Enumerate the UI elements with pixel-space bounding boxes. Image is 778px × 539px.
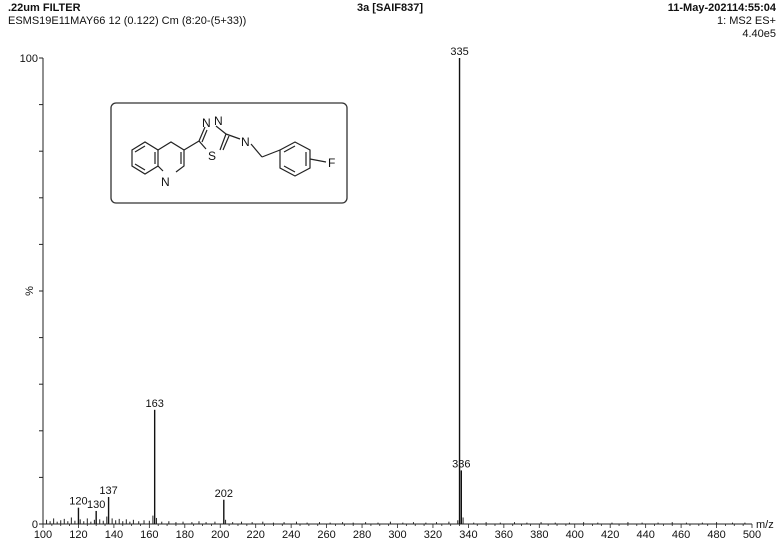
x-tick-label: 460 (672, 529, 690, 539)
x-tick-label: 220 (247, 529, 265, 539)
x-tick-label: 400 (566, 529, 584, 539)
x-tick-label: 200 (211, 529, 229, 539)
peak-label: 120 (69, 496, 87, 508)
peak-label: 202 (215, 488, 233, 500)
atom-label: N (241, 135, 250, 149)
structure-inset: N N N S N F (110, 102, 348, 204)
x-tick-label: 140 (105, 529, 123, 539)
peak-label: 137 (99, 485, 117, 497)
bond (261, 149, 281, 158)
bond (215, 125, 227, 135)
atom-label: N (214, 114, 223, 128)
y-tick-label: 100 (20, 53, 38, 65)
bond (219, 133, 227, 151)
bond (157, 165, 164, 172)
x-tick-label: 280 (353, 529, 371, 539)
ms-mode: 1: MS2 ES+ (716, 15, 776, 27)
structure-bonds (131, 125, 327, 177)
x-tick-label: 320 (424, 529, 442, 539)
atom-label: S (208, 149, 216, 163)
x-tick-label: 180 (176, 529, 194, 539)
sample-id: 3a [SAIF837] (357, 2, 424, 14)
bond (134, 163, 146, 171)
x-tick-label: 440 (636, 529, 654, 539)
bond (134, 145, 146, 153)
bond (198, 126, 206, 142)
bond (309, 158, 327, 163)
x-tick-label: 300 (388, 529, 406, 539)
y-axis-label: % (24, 286, 36, 296)
x-tick-label: 120 (69, 529, 87, 539)
intensity-scale: 4.40e5 (742, 28, 776, 40)
bond (250, 143, 263, 158)
x-tick-label: 380 (530, 529, 548, 539)
peak-label: 336 (452, 458, 470, 470)
x-axis-label: m/z (756, 519, 774, 531)
bond (283, 165, 296, 173)
filter-title: .22um FILTER (8, 2, 81, 14)
x-tick-label: 420 (601, 529, 619, 539)
structure-frame (110, 102, 348, 204)
bond (283, 145, 296, 153)
peak-label: 163 (145, 398, 163, 410)
x-tick-label: 360 (495, 529, 513, 539)
x-tick-label: 100 (34, 529, 52, 539)
chart-peaks (46, 58, 746, 524)
peak-label: 335 (450, 46, 468, 58)
x-tick-label: 240 (282, 529, 300, 539)
bond (198, 140, 207, 150)
bond (201, 129, 208, 143)
atom-label: N (161, 175, 170, 189)
x-tick-label: 500 (743, 529, 761, 539)
bond (225, 133, 241, 140)
bond (222, 135, 230, 151)
x-tick-label: 160 (140, 529, 158, 539)
x-tick-label: 260 (317, 529, 335, 539)
date-time: 11-May-202114:55:04 (667, 2, 776, 14)
atom-label: F (328, 156, 335, 170)
structure-atoms: N N N S N F (161, 114, 335, 189)
scan-info: ESMS19E11MAY66 12 (0.122) Cm (8:20-(5+33… (8, 15, 247, 27)
x-tick-label: 480 (707, 529, 725, 539)
x-tick-label: 340 (459, 529, 477, 539)
bond (183, 140, 200, 151)
fluorophenyl-ring (279, 141, 311, 177)
y-tick-label: 0 (32, 519, 38, 531)
atom-label: N (202, 116, 211, 130)
peak-label: 130 (87, 499, 105, 511)
